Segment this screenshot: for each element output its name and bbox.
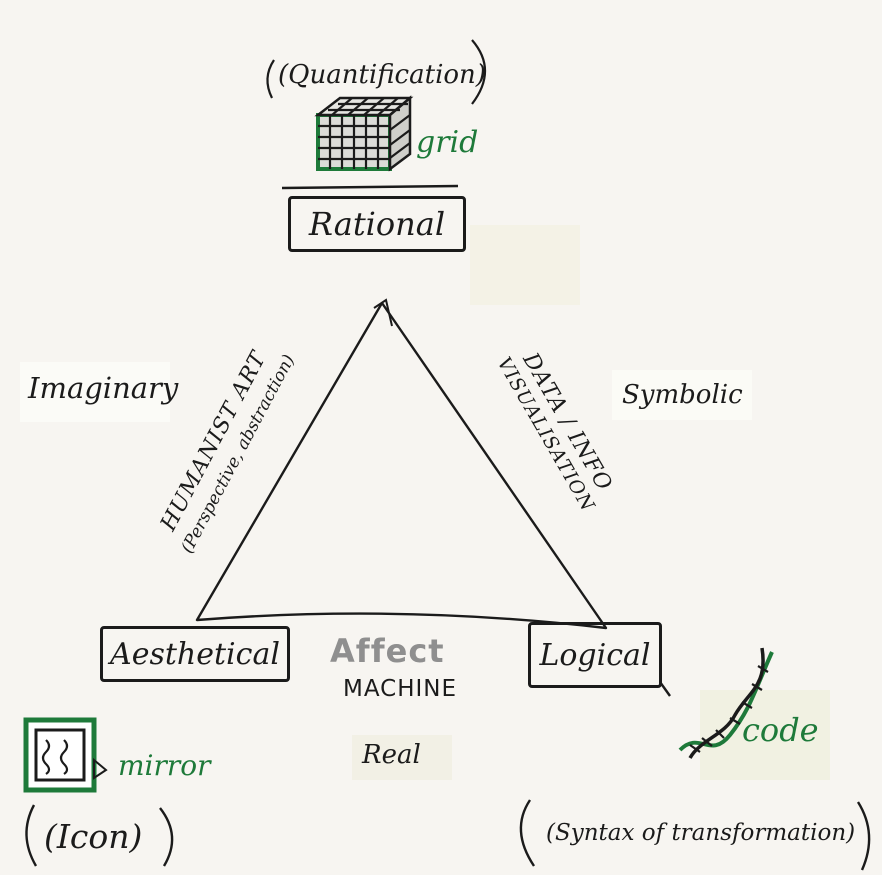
quantification-caption: (Quantification) xyxy=(278,60,486,90)
tape-patch xyxy=(20,362,170,422)
paren-left xyxy=(25,804,38,867)
paren-left xyxy=(519,799,535,867)
rational-underline xyxy=(281,184,459,190)
apex-mark xyxy=(373,298,393,327)
tape-patch xyxy=(470,225,580,305)
paren-right xyxy=(856,801,871,871)
real-label: Real xyxy=(362,740,421,770)
affect-title: Affect xyxy=(330,632,445,670)
tape-patch xyxy=(612,370,752,420)
paren-right xyxy=(471,39,486,105)
aesthetical-label: Aesthetical xyxy=(110,636,280,672)
rational-vertex-box: Rational xyxy=(288,196,466,252)
rational-label: Rational xyxy=(308,205,446,243)
logical-label: Logical xyxy=(539,637,651,673)
syntax-caption: (Syntax of transformation) xyxy=(546,820,856,846)
aesthetical-vertex-box: Aesthetical xyxy=(100,626,290,682)
code-label: code xyxy=(742,711,819,749)
paren-right xyxy=(159,807,174,867)
mirror-label: mirror xyxy=(118,749,211,782)
logical-vertex-box: Logical xyxy=(528,622,662,688)
grid-label: grid xyxy=(416,125,479,160)
icon-caption: (Icon) xyxy=(44,817,143,856)
imaginary-label: Imaginary xyxy=(28,371,179,405)
symbolic-label: Symbolic xyxy=(622,380,743,410)
mirror-frame-icon xyxy=(23,717,108,793)
grid-cube-icon xyxy=(314,95,414,172)
tape-patch xyxy=(352,735,452,780)
machine-subtitle: MACHINE xyxy=(343,676,458,702)
paren-left xyxy=(266,59,275,99)
dna-helix-icon xyxy=(678,647,774,759)
